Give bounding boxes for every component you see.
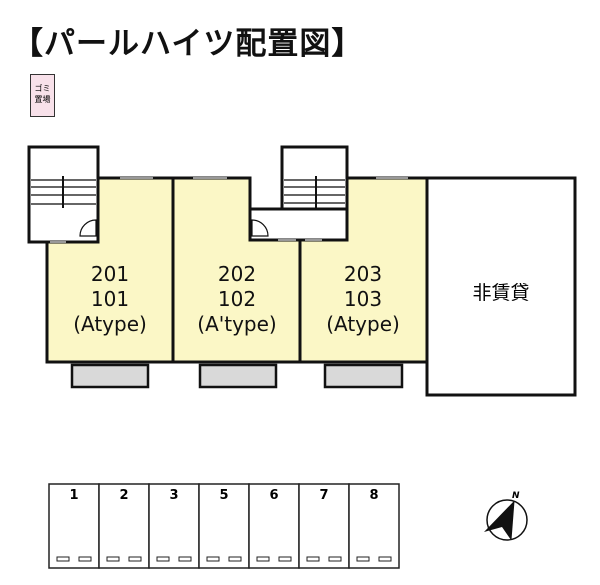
unit-label-3: 203 103 (Atype) <box>303 262 423 337</box>
wheel-stop <box>78 556 92 562</box>
parking-slot <box>198 483 250 569</box>
unit-number-upper: 201 <box>90 262 130 286</box>
unit-type: (Atype) <box>326 312 400 336</box>
parking-slot-number: 2 <box>119 488 129 503</box>
wheel-stop <box>378 556 392 562</box>
compass-north-label: N <box>512 491 520 501</box>
non-rental-label: 非賃貸 <box>472 282 530 304</box>
stair-left <box>27 145 100 244</box>
unit-label-2: 202 102 (A'type) <box>177 262 297 337</box>
balcony-1 <box>70 363 150 389</box>
balcony-2 <box>198 363 278 389</box>
unit-number-upper: 203 <box>343 262 383 286</box>
wheel-stop <box>156 556 170 562</box>
unit-type: (Atype) <box>73 312 147 336</box>
unit-number-lower: 103 <box>343 287 383 311</box>
unit-number-lower: 101 <box>90 287 130 311</box>
wheel-stop <box>206 556 220 562</box>
compass-icon: N <box>484 491 528 541</box>
unit-label-1: 201 101 (Atype) <box>50 262 170 337</box>
wheel-stop <box>106 556 120 562</box>
parking-slot <box>48 483 100 569</box>
balcony-3 <box>323 363 404 389</box>
parking-slot <box>298 483 350 569</box>
garbage-area: ゴミ 置場 <box>30 74 55 117</box>
wheel-stop <box>256 556 270 562</box>
wheel-stop <box>228 556 242 562</box>
wheel-stop <box>306 556 320 562</box>
parking-slot-number: 3 <box>169 488 179 503</box>
parking-slot <box>348 483 400 569</box>
parking-slot-number: 7 <box>319 488 329 503</box>
stair-center <box>248 145 349 242</box>
unit-type: (A'type) <box>197 312 277 336</box>
parking-slot-number: 6 <box>269 488 279 503</box>
parking-slot <box>98 483 150 569</box>
parking-slot <box>148 483 200 569</box>
parking-slot-number: 8 <box>369 488 379 503</box>
wheel-stop <box>356 556 370 562</box>
non-rental-building <box>425 176 577 397</box>
unit-number-lower: 102 <box>217 287 257 311</box>
page-title: 【パールハイツ配置図】 <box>12 26 364 62</box>
garbage-label-2: 置場 <box>34 95 51 104</box>
wheel-stop <box>278 556 292 562</box>
wheel-stop <box>178 556 192 562</box>
wheel-stop <box>128 556 142 562</box>
wheel-stop <box>328 556 342 562</box>
parking-area <box>48 483 400 569</box>
parking-slot-number: 5 <box>219 488 229 503</box>
unit-number-upper: 202 <box>217 262 257 286</box>
wheel-stop <box>56 556 70 562</box>
parking-slot-number: 1 <box>69 488 79 503</box>
garbage-label-1: ゴミ <box>34 84 51 93</box>
